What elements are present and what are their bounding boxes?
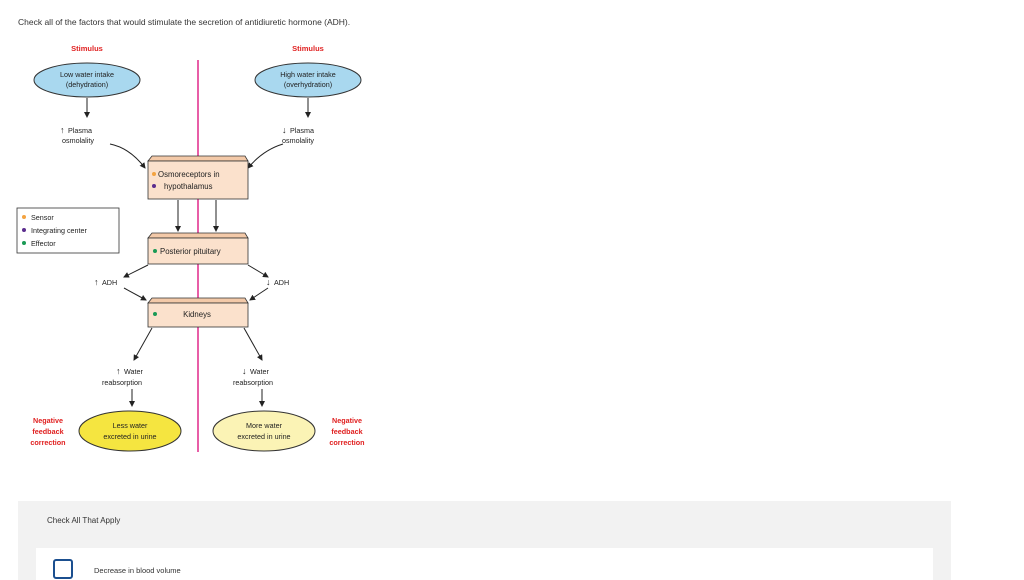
kidneys-label: Kidneys (183, 310, 211, 319)
right-outcome-ellipse (212, 410, 316, 452)
integrating-center-dot (152, 184, 156, 188)
sensor-dot (152, 172, 156, 176)
left-outcome-line2: excreted in urine (103, 432, 156, 441)
kidneys-effector-dot (153, 312, 157, 316)
left-osmolality-line1: Plasma (68, 126, 92, 135)
left-outcome-line1: Less water (113, 421, 148, 430)
right-osmolality-line1: Plasma (290, 126, 314, 135)
adh-up-arrow-icon: ↑ (94, 277, 99, 287)
left-outcome-ellipse (78, 410, 182, 452)
kidneys-box (147, 302, 249, 328)
posterior-pituitary-label: Posterior pituitary (160, 247, 221, 256)
legend-sensor-label: Sensor (31, 213, 54, 222)
adh-down-arrow-icon: ↓ (266, 277, 271, 287)
right-outcome-line2: excreted in urine (237, 432, 290, 441)
reabsorption-up-arrow-icon: ↑ (116, 366, 121, 376)
left-reabsorption-line2: reabsorption (102, 378, 142, 387)
legend-sensor-dot (22, 215, 26, 219)
osmoreceptors-box (147, 160, 249, 200)
left-to-osmoreceptors-arrow (109, 143, 146, 169)
left-stimulus-ellipse (33, 62, 141, 98)
right-feedback-line1: Negative (332, 416, 362, 425)
left-feedback-line1: Negative (33, 416, 63, 425)
legend-integrating-label: Integrating center (31, 226, 88, 235)
legend-box (16, 207, 120, 254)
check-all-panel: Check All That Apply Decrease in blood v… (18, 501, 951, 580)
left-reabsorption-line1: Water (124, 367, 144, 376)
check-all-title: Check All That Apply (47, 516, 121, 525)
adh-feedback-diagram: Stimulus Stimulus Low water intake (dehy… (0, 0, 420, 470)
right-stimulus-heading: Stimulus (292, 44, 324, 53)
right-osmolality-line2: osmolality (282, 136, 314, 145)
question-text: Check all of the factors that would stim… (18, 17, 351, 27)
left-adh-label: ADH (102, 278, 117, 287)
legend-integrating-dot (22, 228, 26, 232)
left-feedback-line2: feedback (32, 427, 63, 436)
right-feedback-line3: correction (329, 438, 364, 447)
left-stimulus-heading: Stimulus (71, 44, 103, 53)
legend-effector-dot (22, 241, 26, 245)
right-adh-arrow (247, 264, 269, 278)
effector-dot (153, 249, 157, 253)
right-stimulus-line2: (overhydration) (284, 80, 332, 89)
right-adh-label: ADH (274, 278, 289, 287)
right-reabsorption-line2: reabsorption (233, 378, 273, 387)
posterior-pituitary-box (147, 237, 249, 265)
right-feedback-line2: feedback (331, 427, 362, 436)
option-row[interactable]: Decrease in blood volume (36, 548, 933, 580)
left-up-arrow-icon: ↑ (60, 125, 65, 135)
option-label: Decrease in blood volume (94, 566, 181, 575)
right-stimulus-line1: High water intake (280, 70, 336, 79)
left-osmolality-line2: osmolality (62, 136, 94, 145)
osmoreceptors-line1: Osmoreceptors in (158, 170, 220, 179)
right-down-arrow-icon: ↓ (282, 125, 287, 135)
right-to-osmoreceptors-arrow (247, 143, 284, 169)
left-stimulus-line1: Low water intake (60, 70, 114, 79)
right-reabsorption-line1: Water (250, 367, 270, 376)
right-stimulus-ellipse (254, 62, 362, 98)
left-adh-arrow (123, 264, 149, 278)
legend-effector-label: Effector (31, 239, 56, 248)
left-feedback-line3: correction (30, 438, 65, 447)
right-outcome-line1: More water (246, 421, 283, 430)
left-stimulus-line2: (dehydration) (66, 80, 108, 89)
osmoreceptors-line2: hypothalamus (164, 182, 213, 191)
reabsorption-down-arrow-icon: ↓ (242, 366, 247, 376)
option-checkbox[interactable] (53, 559, 73, 579)
diagram-svg: Stimulus Stimulus Low water intake (dehy… (16, 44, 365, 452)
